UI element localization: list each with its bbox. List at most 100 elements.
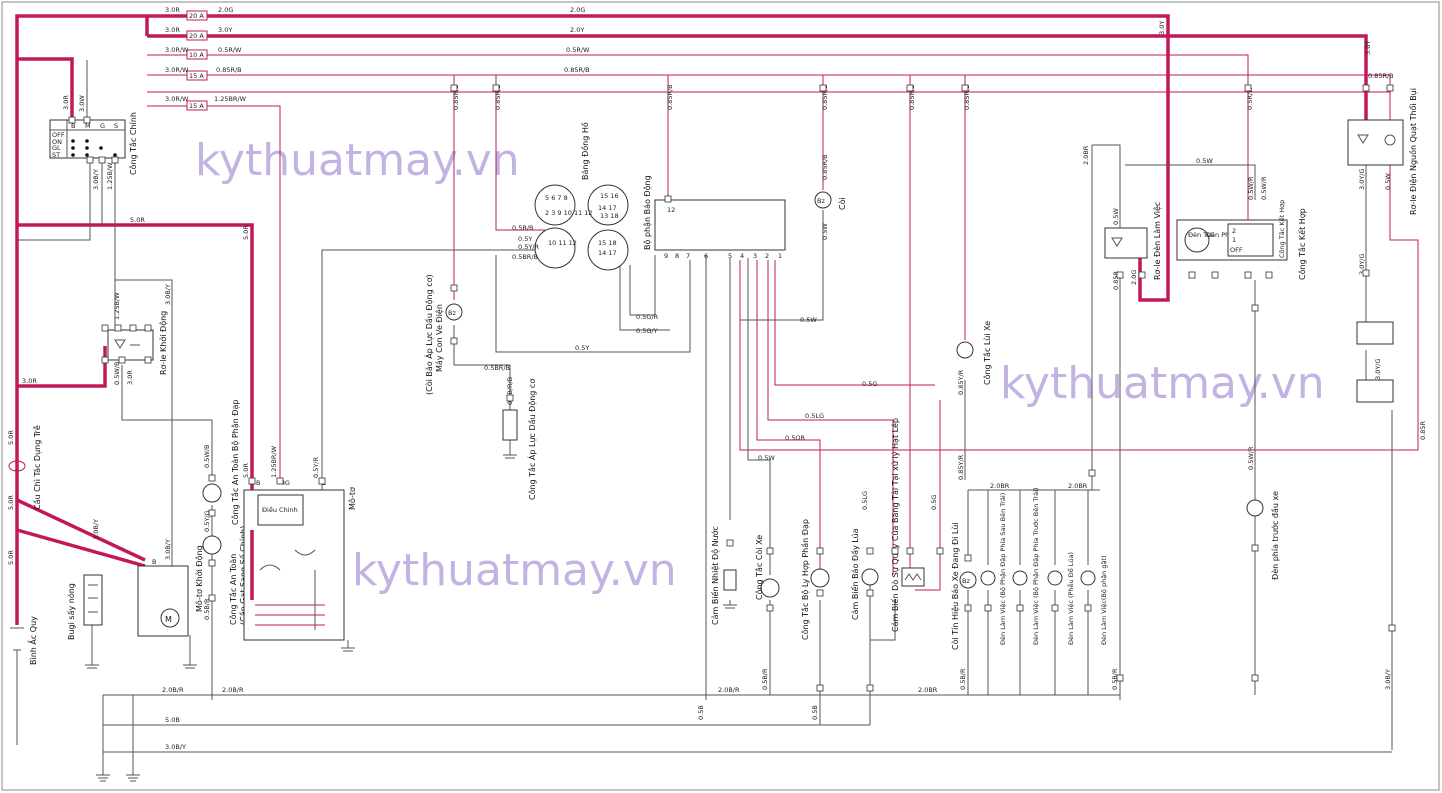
svg-text:5.0R: 5.0R xyxy=(130,216,145,224)
buzzer: Bz Còi xyxy=(814,191,847,210)
svg-text:0.5B/R: 0.5B/R xyxy=(203,598,211,620)
svg-text:B: B xyxy=(152,558,156,566)
svg-text:0.5W: 0.5W xyxy=(1112,208,1120,225)
svg-text:Rơ-le Khởi Động: Rơ-le Khởi Động xyxy=(158,311,168,375)
svg-text:1.25B/W: 1.25B/W xyxy=(113,292,121,320)
svg-text:0.85R/B: 0.85R/B xyxy=(216,66,242,74)
svg-text:0.85R/B: 0.85R/B xyxy=(494,84,502,110)
top-wire-labels: 3.0R 2.0G 2.0G 3.0R 3.0Y 2.0Y 3.0R/W 0.5… xyxy=(165,6,590,103)
gauge-panel: 5 6 7 8 2 3 9 10 11 12 15 16 14 17 13 18… xyxy=(512,122,629,271)
svg-text:3.0Y/G: 3.0Y/G xyxy=(1358,168,1366,190)
work-lights: Đèn Làm Việc (Bộ Phận Đập Phía Sau Bên T… xyxy=(980,488,1108,645)
head-light: Đèn phía trước đầu xe xyxy=(1246,491,1280,580)
svg-text:2.0BR: 2.0BR xyxy=(918,686,938,694)
svg-text:4: 4 xyxy=(740,252,744,260)
svg-text:0.85R: 0.85R xyxy=(1419,421,1427,440)
svg-text:0.5Y/R: 0.5Y/R xyxy=(518,243,539,251)
svg-text:Công Tắc Kết Hợp: Công Tắc Kết Hợp xyxy=(1277,200,1286,258)
svg-text:5.0R: 5.0R xyxy=(7,495,15,510)
svg-text:0.5R/B: 0.5R/B xyxy=(512,224,534,232)
svg-text:3.0B/Y: 3.0B/Y xyxy=(92,169,100,190)
svg-text:13 18: 13 18 xyxy=(600,212,619,220)
svg-text:0.5W/R: 0.5W/R xyxy=(1247,176,1255,200)
svg-text:0.5B: 0.5B xyxy=(811,705,819,720)
svg-text:Còi Tín Hiệu Báo Xe Đang Đi Lù: Còi Tín Hiệu Báo Xe Đang Đi Lùi xyxy=(950,522,960,650)
svg-text:12: 12 xyxy=(667,206,675,214)
svg-text:3.0B/Y: 3.0B/Y xyxy=(164,539,172,560)
svg-text:5.0R: 5.0R xyxy=(242,463,250,478)
svg-text:0.5OR: 0.5OR xyxy=(785,434,805,442)
svg-text:0.85R/B: 0.85R/B xyxy=(1368,72,1394,80)
fuse-5 xyxy=(186,100,208,111)
start-relay: Rơ-le Khởi Động xyxy=(107,311,168,375)
svg-text:Công Tắc Bộ Ly Hợp Phần Đạp: Công Tắc Bộ Ly Hợp Phần Đạp xyxy=(800,519,811,640)
svg-text:3.0Y: 3.0Y xyxy=(218,26,232,34)
svg-text:ON: ON xyxy=(52,138,62,146)
svg-text:Cảm Biến Dò Sự Quay Của Băng T: Cảm Biến Dò Sự Quay Của Băng Tải Tại xử … xyxy=(890,418,901,632)
svg-text:2.0BR: 2.0BR xyxy=(1068,482,1088,490)
svg-text:3.0R: 3.0R xyxy=(62,95,70,110)
svg-text:Bảng Đồng Hồ: Bảng Đồng Hồ xyxy=(580,122,590,180)
svg-text:5: 5 xyxy=(728,252,732,260)
combo-switch: Đèn Trái Đèn Phải 2 1 OFF Công Tắc Kết H… xyxy=(1176,200,1307,280)
svg-text:15 18: 15 18 xyxy=(598,239,617,247)
connector-markers xyxy=(68,84,1396,692)
svg-text:0.5W: 0.5W xyxy=(1196,157,1213,165)
svg-text:IG: IG xyxy=(283,479,290,487)
svg-text:0.5G: 0.5G xyxy=(862,380,877,388)
svg-text:7: 7 xyxy=(686,252,690,260)
svg-text:3.0B/Y: 3.0B/Y xyxy=(92,519,100,540)
svg-text:Bugi sấy nóng: Bugi sấy nóng xyxy=(66,583,76,640)
svg-text:3.0Y: 3.0Y xyxy=(1158,21,1166,35)
svg-text:3.0B/Y: 3.0B/Y xyxy=(165,743,186,751)
svg-text:2 3 9 10 11 12: 2 3 9 10 11 12 xyxy=(545,209,593,217)
svg-text:0.5W: 0.5W xyxy=(758,454,775,462)
ground-symbols xyxy=(85,454,737,782)
svg-text:2.0Y: 2.0Y xyxy=(570,26,584,34)
svg-text:Đèn phía trước đầu xe: Đèn phía trước đầu xe xyxy=(1270,491,1280,580)
svg-text:1.25BR/W: 1.25BR/W xyxy=(214,95,247,103)
svg-text:Bình Ắc Quy: Bình Ắc Quy xyxy=(26,616,38,665)
main-switch: B M G S OFF ON GL ST Công Tắc Chính xyxy=(49,112,138,175)
watermark-3: kythuatmay.vn xyxy=(352,545,677,596)
svg-text:0.5BR/B: 0.5BR/B xyxy=(512,253,538,261)
svg-text:0.5Y/G: 0.5Y/G xyxy=(203,510,211,532)
watermark-1: kythuatmay.vn xyxy=(195,135,520,186)
svg-text:10 11 12: 10 11 12 xyxy=(548,239,577,247)
svg-text:0.5W/R: 0.5W/R xyxy=(1247,446,1255,470)
svg-text:0.5W: 0.5W xyxy=(800,316,817,324)
svg-text:10 A: 10 A xyxy=(189,51,204,59)
svg-text:9: 9 xyxy=(664,252,668,260)
svg-text:2.0BR: 2.0BR xyxy=(1082,145,1090,165)
svg-text:2: 2 xyxy=(1232,227,1236,235)
svg-text:Bz: Bz xyxy=(448,309,456,317)
temp-sensor: Cảm Biến Nhiệt Độ Nước xyxy=(710,526,737,625)
fuse-4 xyxy=(186,70,208,81)
svg-text:B: B xyxy=(71,122,75,130)
svg-text:14 17: 14 17 xyxy=(598,204,617,212)
svg-text:G: G xyxy=(100,122,105,130)
svg-text:0.85R/B: 0.85R/B xyxy=(564,66,590,74)
svg-text:0.5W: 0.5W xyxy=(821,223,829,240)
svg-text:0.5G/Y: 0.5G/Y xyxy=(636,327,658,335)
svg-text:3.0R/W: 3.0R/W xyxy=(165,66,189,74)
fuse-block: 20 A 20 A 10 A 15 A 15 A xyxy=(186,10,208,111)
svg-text:0.5LG: 0.5LG xyxy=(861,491,869,510)
svg-text:Máy Con Ve Điện: Máy Con Ve Điện xyxy=(434,304,444,372)
svg-text:ST: ST xyxy=(52,151,60,159)
svg-text:3.0R/W: 3.0R/W xyxy=(165,95,189,103)
svg-text:Cảm Biến Báo Đầy Lúa: Cảm Biến Báo Đầy Lúa xyxy=(850,528,860,620)
svg-text:3.0B/Y: 3.0B/Y xyxy=(1384,669,1392,690)
svg-text:0.85R/B: 0.85R/B xyxy=(452,84,460,110)
svg-text:2.0B/R: 2.0B/R xyxy=(222,686,244,694)
clutch-switch: Công Tắc Bộ Ly Hợp Phần Đạp xyxy=(800,519,830,640)
svg-text:5.0R: 5.0R xyxy=(7,430,15,445)
svg-text:0.5BR/B: 0.5BR/B xyxy=(484,364,510,372)
fusible-link: Cầu Chì Tác Dụng Trễ xyxy=(8,425,43,510)
svg-text:GL: GL xyxy=(52,144,61,152)
watermark-2: kythuatmay.vn xyxy=(1000,358,1325,409)
svg-text:0.85R/B: 0.85R/B xyxy=(821,84,829,110)
svg-text:0.5B: 0.5B xyxy=(697,705,705,720)
svg-text:0.5B/R/B: 0.5B/R/B xyxy=(506,377,514,405)
